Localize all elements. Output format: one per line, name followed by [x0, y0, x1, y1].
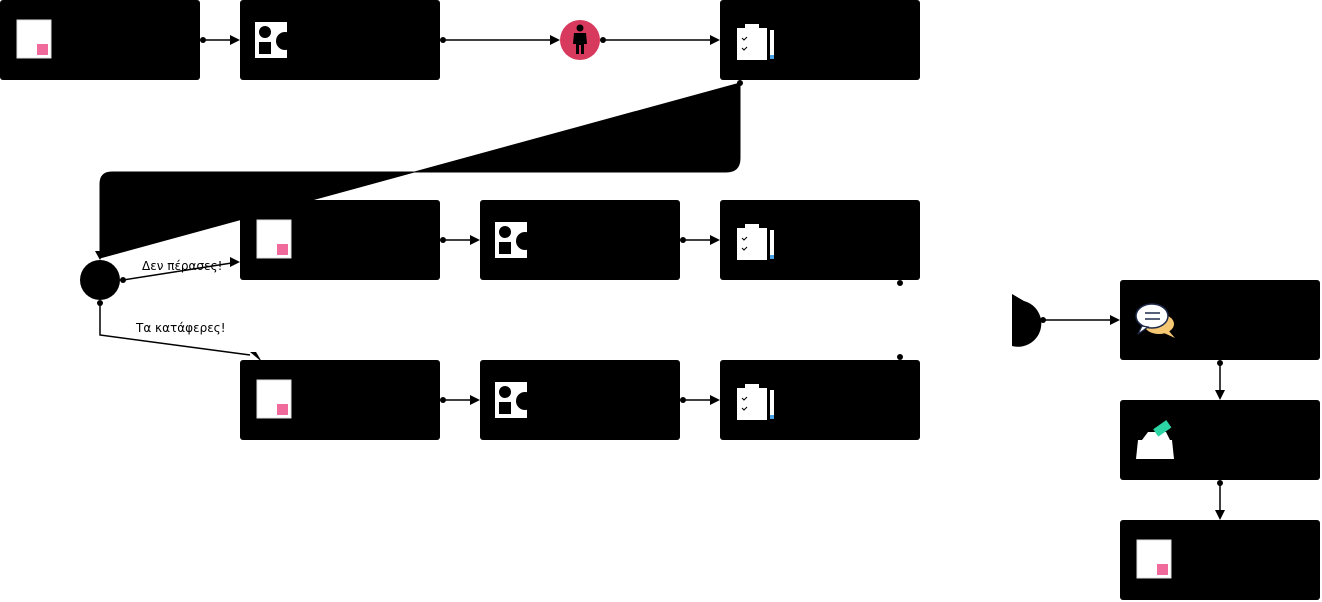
connection-dots — [97, 37, 1223, 486]
chat-icon — [1135, 303, 1175, 338]
edges — [99, 39, 1221, 518]
edge-decision-succeeded — [99, 303, 251, 356]
node-document-3[interactable] — [240, 360, 440, 440]
ballot-box-icon — [1136, 420, 1174, 459]
person-icon — [573, 24, 587, 54]
node-shapes-2[interactable] — [480, 200, 680, 280]
node-document-4[interactable] — [1120, 520, 1320, 600]
document-icon — [1136, 539, 1172, 579]
document-icon — [256, 379, 292, 419]
decision-node[interactable] — [80, 260, 120, 300]
node-shapes-1[interactable] — [240, 0, 440, 80]
merge-node[interactable] — [1012, 294, 1042, 347]
document-icon — [16, 19, 52, 59]
node-chat[interactable] — [1120, 280, 1320, 360]
node-document-2[interactable] — [240, 200, 440, 280]
node-checklist-1[interactable] — [720, 0, 920, 80]
node-person[interactable] — [560, 20, 600, 60]
document-icon — [256, 219, 292, 259]
arrow-heads — [95, 35, 1225, 520]
edge-label-succeeded: Τα κατάφερες! — [135, 321, 226, 335]
node-checklist-2[interactable] — [720, 200, 920, 280]
node-checklist-3[interactable] — [720, 360, 920, 440]
node-ballot-box[interactable] — [1120, 400, 1320, 480]
edge-label-failed: Δεν πέρασες! — [142, 259, 222, 273]
edge-decision-failed — [122, 261, 239, 281]
node-shapes-3[interactable] — [480, 360, 680, 440]
node-document-1[interactable] — [0, 0, 200, 80]
